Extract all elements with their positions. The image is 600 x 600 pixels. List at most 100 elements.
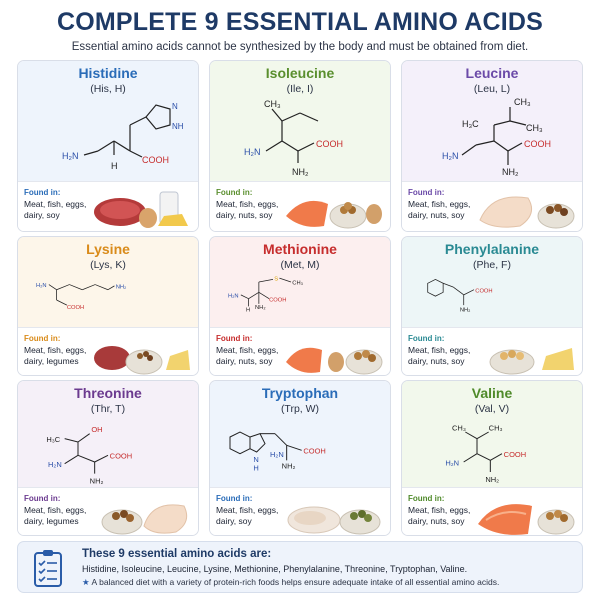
ch3-label: CH₃ [526,123,543,133]
lysine-structure: H₂N COOH NH₂ [36,283,127,311]
card-leucine: Leucine (Leu, L) CH₃ H₃C CH₃ H₂N COOH NH… [401,60,583,232]
found-in-label: Found in: [24,334,61,343]
sulfur-label: S [274,277,278,283]
nh2-group-label: H₂N [36,283,47,289]
cooh-group-label: COOH [524,139,551,149]
cooh-group-label: COOH [303,447,326,456]
tryptophan-foods-image [287,506,381,535]
histidine-structure: H₂N H COOH N NH [62,102,184,171]
amino-acid-name: Methionine [263,241,337,257]
ch3-label: CH₃ [514,97,531,107]
leucine-structure: CH₃ H₃C CH₃ H₂N COOH NH₂ [442,97,551,177]
food-sources: Meat, fish, eggs, dairy, nuts, soy [408,199,471,220]
cooh-group-label: COOH [110,452,132,461]
nh2-label: NH₂ [116,284,127,290]
food-sources: Meat, fish, eggs, dairy, soy [216,505,279,526]
amino-acid-name: Lysine [86,241,130,257]
cooh-group-label: COOH [504,450,527,459]
summary-box: These 9 essential amino acids are: Histi… [17,541,583,593]
cheese-icon [158,214,188,226]
ch3-label: CH₃ [489,423,503,432]
phenylalanine-foods-image [489,348,574,375]
amino-acid-name: Leucine [465,65,519,81]
nh2-group-label: H₂N [228,293,239,299]
tryptophan-structure: N H H₂N COOH NH₂ [229,431,326,472]
eggs-icon [139,208,157,228]
food-sources: Meat, fish, eggs, dairy, nuts, soy [216,345,279,366]
card-threonine: Threonine (Thr, T) H₃C OH H₂N COOH NH₂ F… [17,380,199,536]
found-in-label: Found in: [216,334,253,343]
cheese-icon [542,348,574,370]
amino-acid-name: Phenylalanine [444,241,540,257]
card-methionine: Methionine (Met, M) H₂N S CH₃ COOH NH₂ H… [209,236,391,376]
cooh-group-label: COOH [269,297,286,303]
clipboard-checklist-icon [34,550,62,587]
nh2-label: NH₂ [460,308,471,314]
indole-h-label: H [253,463,258,472]
cheese-icon [166,350,190,370]
amino-acid-abbreviation: (Trp, W) [280,403,320,415]
h3c-label: H₃C [462,119,479,129]
summary-note-text: A balanced diet with a variety of protei… [91,577,500,587]
amino-acid-name: Isoleucine [265,65,335,81]
amino-acid-abbreviation: (Lys, K) [90,259,126,271]
amino-acid-name: Histidine [78,65,138,81]
nh2-group-label: H₂N [62,151,79,161]
food-sources: Meat, fish, eggs, dairy, nuts, soy [408,345,471,366]
methionine-foods-image [286,347,383,375]
nh2-group-label: H₂N [445,458,459,467]
lysine-foods-image [94,346,190,375]
amino-acid-abbreviation: (His, H) [90,83,126,95]
found-in-label: Found in: [408,188,445,197]
card-isoleucine: Isoleucine (Ile, I) CH₃ H₂N COOH NH₂ Fou… [209,60,391,232]
meat-icon [94,346,130,370]
cooh-group-label: COOH [142,155,169,165]
salmon-icon [286,200,328,227]
n-label: N [172,102,178,111]
amino-acid-abbreviation: (Met, M) [280,259,320,271]
nh2-label: NH₂ [292,167,309,177]
nh2-group-label: H₂N [48,460,62,469]
valine-structure: CH₃ CH₃ H₂N COOH NH₂ [445,423,527,484]
amino-acid-grid: Histidine (His, H) H₂N H COOH N NH Found… [17,60,583,536]
food-sources: Meat, fish, eggs, dairy, nuts, soy [216,199,279,220]
phenylalanine-structure: COOH NH₂ [427,278,493,314]
amino-acid-abbreviation: (Phe, F) [473,259,511,271]
amino-acid-abbreviation: (Leu, L) [473,83,511,95]
page-subtitle: Essential amino acids cannot be synthesi… [71,41,529,53]
hydrogen-label: H [111,161,118,171]
card-lysine: Lysine (Lys, K) H₂N COOH NH₂ Found in: M… [17,236,199,376]
found-in-label: Found in: [24,188,61,197]
amino-acid-name: Valine [471,385,513,401]
summary-list: Histidine, Isoleucine, Leucine, Lysine, … [82,564,468,574]
egg-icon [366,204,382,224]
hydrogen-label: H [246,308,250,314]
summary-note: ★ A balanced diet with a variety of prot… [82,577,499,588]
amino-acid-name: Threonine [74,385,142,401]
amino-acid-abbreviation: (Thr, T) [90,403,126,415]
nh-label: NH [172,122,184,131]
card-phenylalanine: Phenylalanine (Phe, F) COOH NH₂ Found in… [401,236,583,376]
amino-acid-abbreviation: (Val, V) [474,403,510,415]
card-tryptophan: Tryptophan (Trp, W) N H H₂N COOH NH₂ Fou… [209,380,391,536]
indole-n-label: N [253,455,258,464]
ch3-label: CH₃ [292,281,303,287]
card-histidine: Histidine (His, H) H₂N H COOH N NH Found… [17,60,199,232]
threonine-foods-image [101,504,188,535]
ch3-label: CH₃ [264,99,281,109]
nh2-label: NH₂ [502,167,519,177]
chicken-breast-icon [143,504,188,534]
nh2-label: NH₂ [485,475,499,484]
histidine-foods-image [94,191,188,228]
found-in-label: Found in: [408,494,445,503]
found-in-label: Found in: [408,334,445,343]
cooh-group-label: COOH [475,288,492,294]
valine-foods-image [478,504,575,535]
food-sources: Meat, fish, eggs, dairy, nuts, soy [408,505,471,526]
food-sources: Meat, fish, eggs, dairy, soy [24,199,87,220]
threonine-structure: H₃C OH H₂N COOH NH₂ [46,425,132,486]
amino-acid-abbreviation: (Ile, I) [286,83,314,95]
methionine-structure: H₂N S CH₃ COOH NH₂ H [228,277,304,314]
found-in-label: Found in: [216,494,253,503]
food-sources: Meat, fish, eggs, dairy, legumes [24,345,87,366]
